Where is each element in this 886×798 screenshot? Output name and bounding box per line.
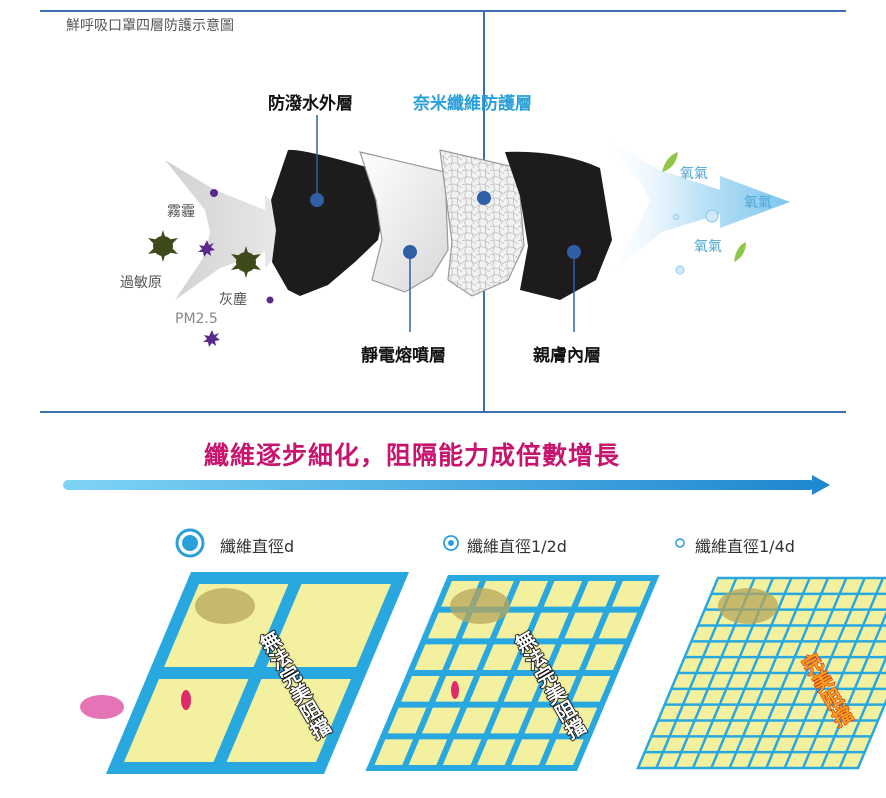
label-smog: 霧霾 (167, 204, 195, 220)
trapped-pollutant (195, 588, 255, 624)
trapped-pollutant (450, 588, 510, 624)
germ-passing (80, 695, 124, 719)
incoming-air-arrow (165, 160, 300, 300)
pointer-dot-outer (310, 193, 324, 207)
legend-half-d: 纖維直徑1/2d (467, 537, 567, 556)
air-bubble (675, 265, 685, 275)
germ-passing (451, 681, 459, 699)
label-meltblown-layer: 靜電熔噴層 (361, 346, 446, 366)
pointer-dot-inner (567, 245, 581, 259)
leaf-icon (734, 242, 746, 262)
label-oxygen-2: 氧氣 (744, 195, 772, 211)
legend-d: 纖維直徑d (220, 537, 295, 556)
label-oxygen-1: 氧氣 (680, 166, 708, 182)
mask-layers-illustration (148, 115, 790, 347)
outer-waterproof-layer (271, 149, 390, 296)
bottom-frame-line (40, 411, 846, 413)
grid-fiber-half-d (365, 575, 660, 771)
dust-particle-large (231, 246, 261, 278)
allergen-particle-large (148, 230, 178, 262)
figure-title: 鮮呼吸口罩四層防護示意圖 (66, 18, 234, 34)
label-dust: 灰塵 (219, 292, 247, 308)
legend-quarter-d: 纖維直徑1/4d (695, 537, 795, 556)
top-frame-line (40, 10, 846, 12)
label-pm25: PM2.5 (175, 311, 218, 327)
germ-passing (181, 690, 191, 710)
label-oxygen-3: 氧氣 (694, 239, 722, 255)
outgoing-air-arrow (604, 140, 790, 272)
headline: 纖維逐步細化，阻隔能力成倍數增長 (204, 441, 621, 470)
inner-skin-layer (505, 151, 612, 300)
leaf-icon (662, 152, 678, 172)
air-bubble (705, 209, 719, 223)
pointer-dot-nano (477, 191, 491, 205)
pointer-dot-meltblown (403, 245, 417, 259)
air-bubble (673, 214, 679, 220)
label-outer-layer: 防潑水外層 (268, 94, 353, 114)
pm25-particles (198, 189, 274, 347)
label-nano-layer: 奈米纖維防護層 (413, 94, 532, 114)
grid-fiber-d (105, 572, 410, 774)
grid-fiber-quarter-d (636, 576, 886, 770)
label-inner-layer: 親膚內層 (533, 346, 601, 366)
label-allergen: 過敏原 (120, 275, 162, 291)
trapped-pollutant (718, 588, 778, 624)
